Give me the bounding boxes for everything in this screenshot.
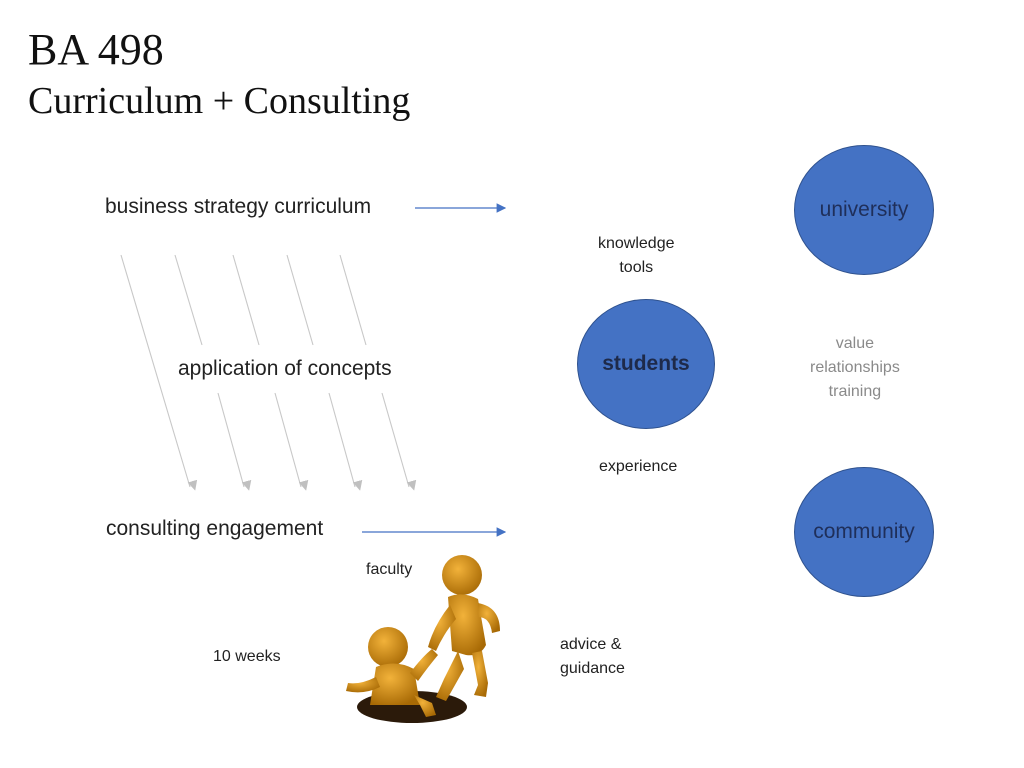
community-label: community	[813, 520, 915, 543]
students-label: students	[602, 352, 690, 375]
experience-label: experience	[599, 458, 678, 475]
university-circle: university	[794, 145, 934, 275]
value-labels: value relationships training	[810, 335, 900, 400]
knowledge-label: knowledge tools	[598, 235, 675, 276]
weeks-label: 10 weeks	[213, 648, 281, 665]
curriculum-label: business strategy curriculum	[105, 195, 372, 218]
students-circle: students	[577, 299, 715, 429]
slide-title: BA 498	[28, 25, 164, 74]
university-label: university	[819, 198, 909, 221]
faculty-label: faculty	[366, 561, 413, 578]
advice-label: advice & guidance	[560, 636, 625, 677]
helping-hand-figures-icon	[346, 555, 500, 723]
engagement-label: consulting engagement	[106, 517, 324, 540]
community-circle: community	[794, 467, 934, 597]
application-label: application of concepts	[178, 357, 392, 380]
diagonal-lines	[120, 254, 417, 491]
slide-subtitle: Curriculum + Consulting	[28, 80, 411, 122]
